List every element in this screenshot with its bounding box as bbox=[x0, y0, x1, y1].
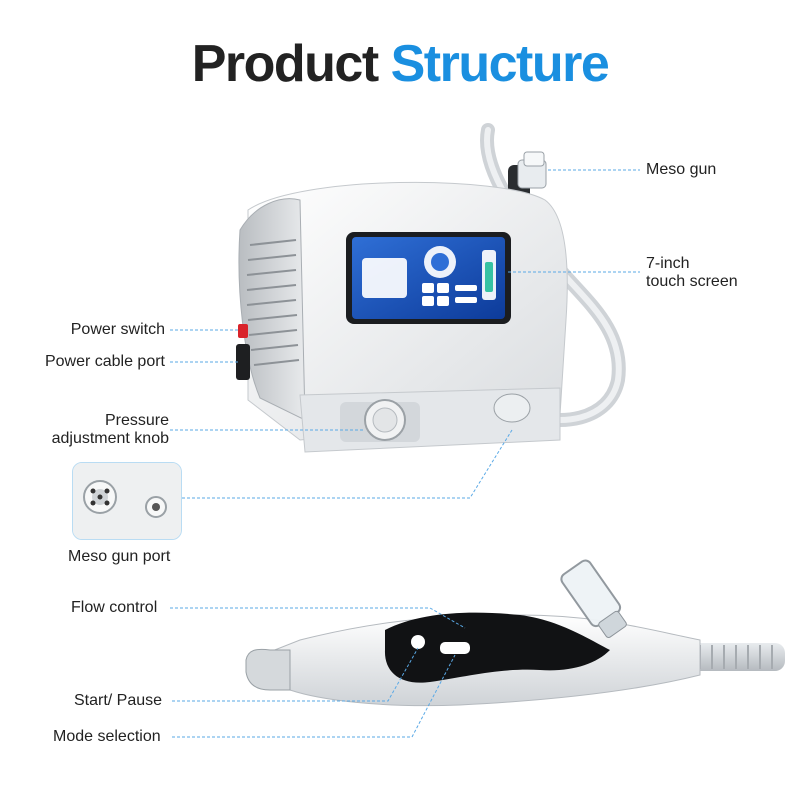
label-pressure-knob-line1: Pressure bbox=[104, 412, 169, 429]
label-touch-screen-line2: touch screen bbox=[646, 273, 738, 290]
meso-gun-handpiece bbox=[245, 559, 785, 707]
start-pause-button bbox=[411, 635, 425, 649]
label-meso-gun: Meso gun bbox=[646, 161, 717, 178]
label-start-pause: Start/ Pause bbox=[74, 692, 163, 709]
page-title: Product Structure bbox=[0, 34, 800, 94]
power-cable-port bbox=[236, 344, 250, 380]
port-closeup-image bbox=[73, 463, 181, 539]
leader-lines bbox=[170, 169, 640, 738]
label-flow-control: Flow control bbox=[71, 599, 158, 616]
power-switch bbox=[238, 324, 248, 338]
label-mode-selection: Mode selection bbox=[53, 728, 161, 745]
device-body bbox=[236, 181, 568, 453]
title-part-2: Structure bbox=[390, 35, 610, 93]
label-meso-gun-port: Meso gun port bbox=[68, 548, 171, 565]
label-touch-screen-line1: 7-inch bbox=[646, 255, 690, 272]
title-part-1: Product bbox=[191, 35, 379, 93]
label-power-switch: Power switch bbox=[70, 321, 165, 338]
mode-selection-button bbox=[440, 642, 470, 654]
label-power-cable-port: Power cable port bbox=[44, 353, 165, 370]
label-pressure-knob-line2: adjustment knob bbox=[51, 430, 169, 447]
meso-gun-port-inset bbox=[72, 462, 182, 540]
